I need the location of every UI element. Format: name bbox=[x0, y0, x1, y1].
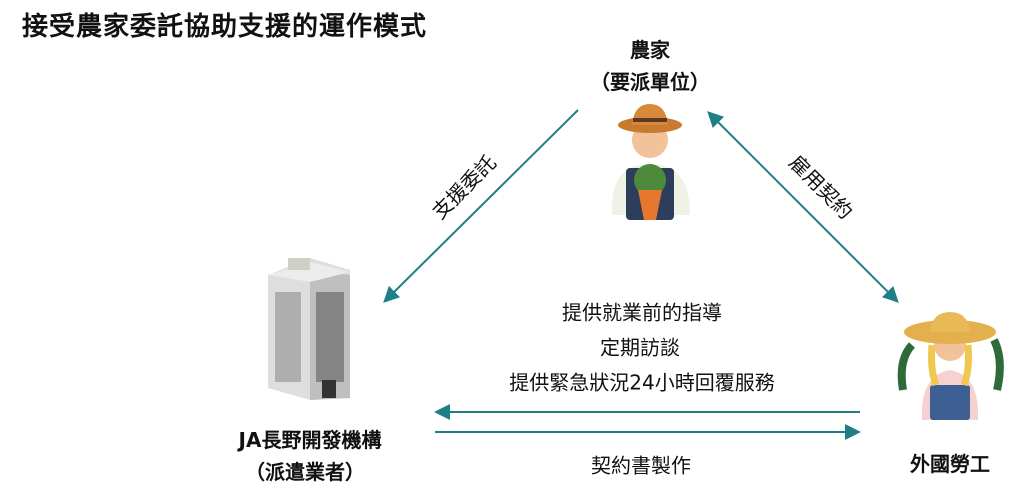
service-line: 提供緊急狀況24小時回覆服務 bbox=[509, 370, 775, 395]
service-line: 定期訪談 bbox=[600, 335, 680, 360]
worker-illustration bbox=[897, 312, 1004, 420]
agency-label: JA長野開發機構 bbox=[238, 428, 382, 452]
farmer-illustration bbox=[611, 104, 690, 220]
farmer-label: 農家 bbox=[630, 38, 670, 62]
service-line: 提供就業前的指導 bbox=[562, 300, 722, 325]
building-illustration bbox=[268, 258, 350, 400]
arrow-farmer-worker bbox=[707, 111, 899, 303]
page-title: 接受農家委託協助支援的運作模式 bbox=[22, 12, 428, 42]
farmer-role: （要派單位） bbox=[590, 70, 710, 94]
agency-role: （派遣業者） bbox=[245, 460, 365, 484]
worker-label: 外國勞工 bbox=[910, 452, 990, 476]
arrow-farmer-to-agency bbox=[383, 109, 579, 303]
label-contract-drafting: 契約書製作 bbox=[591, 453, 691, 478]
